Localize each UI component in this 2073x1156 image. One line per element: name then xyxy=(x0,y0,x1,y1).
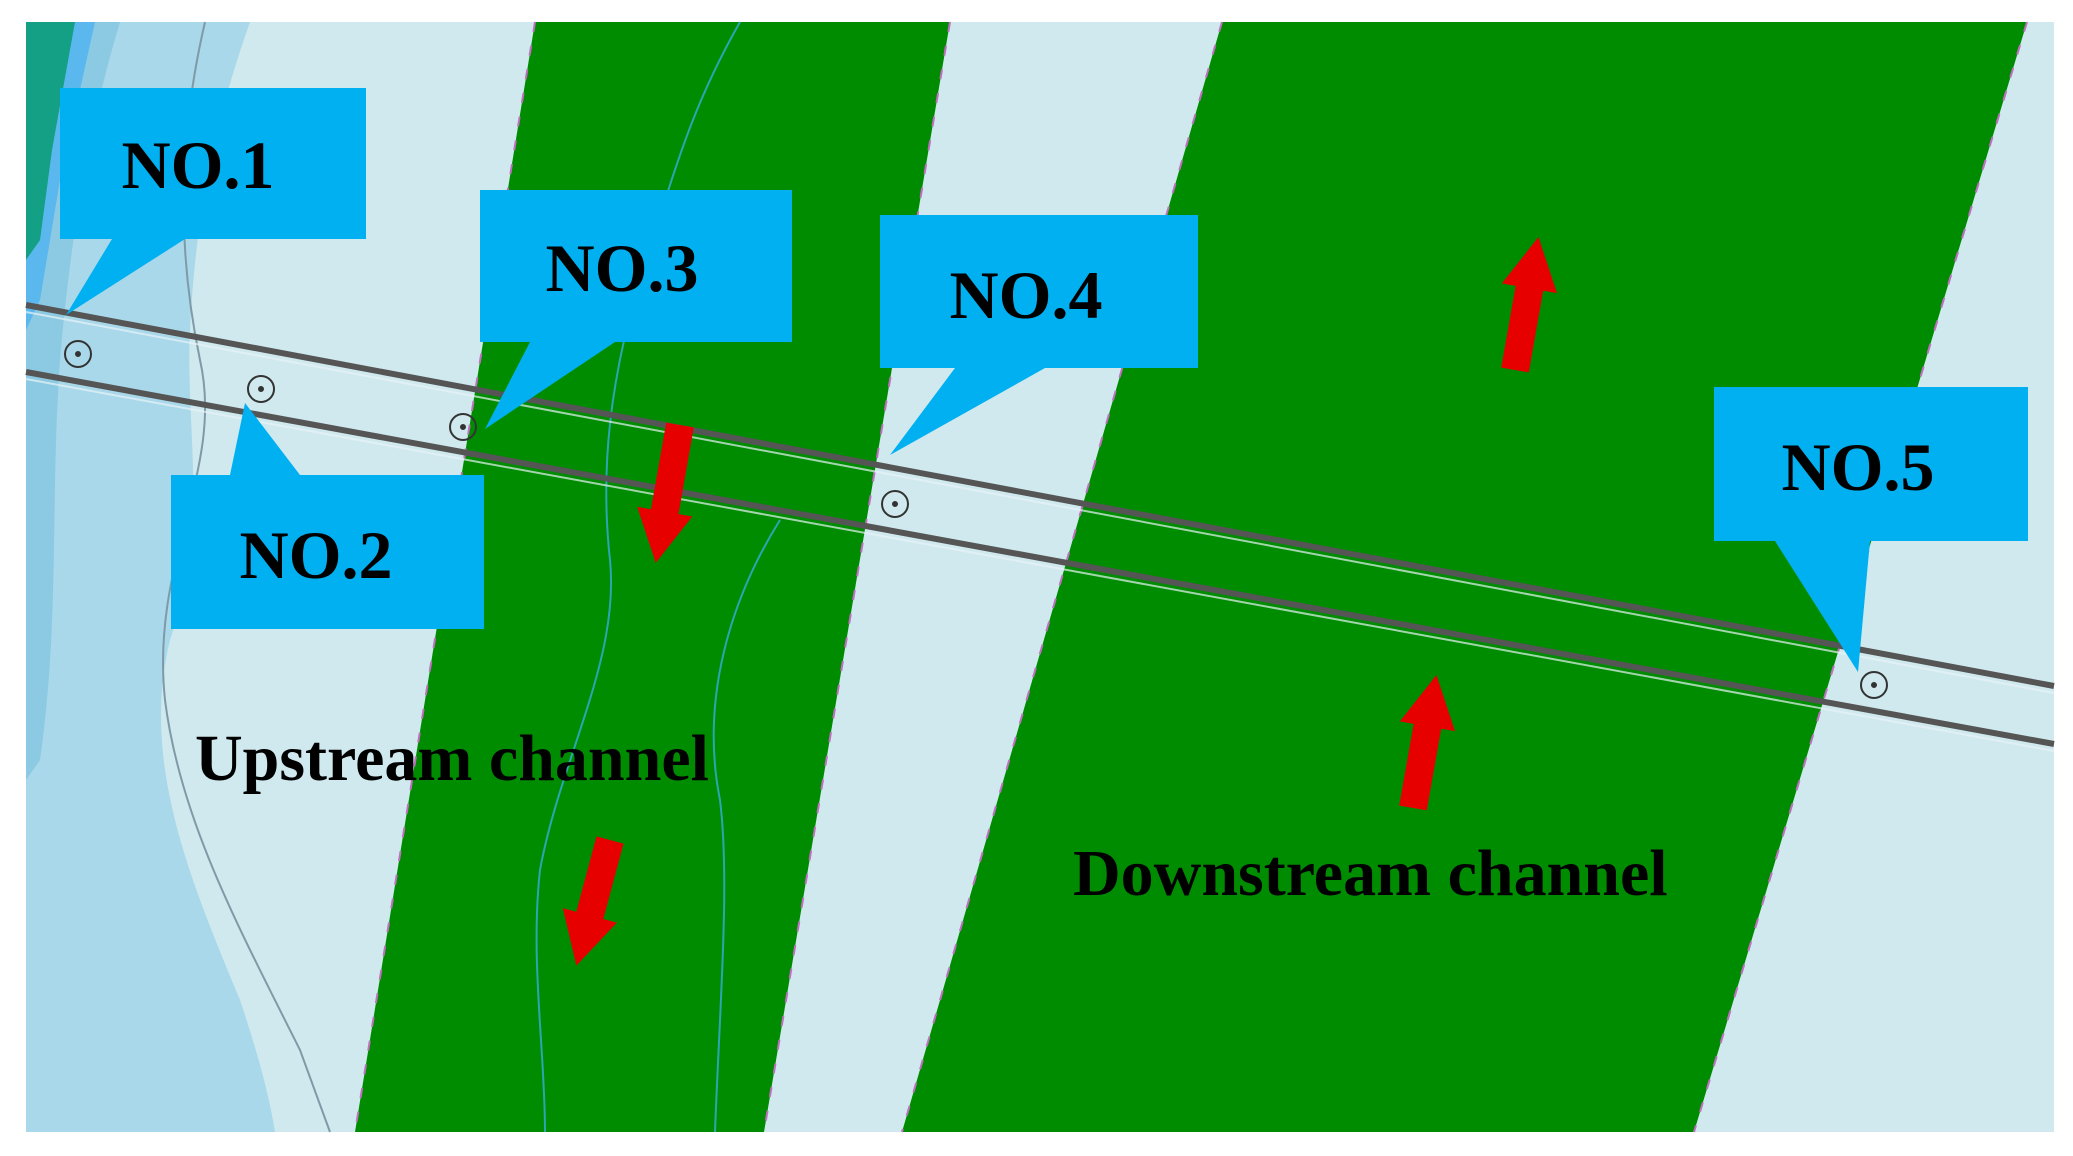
red-arrow-icon xyxy=(637,422,694,563)
callout-no2-label: NO.2 xyxy=(240,517,393,593)
monitoring-point-icon xyxy=(247,375,275,403)
red-arrow-icon xyxy=(562,836,624,966)
water-area-left-teal xyxy=(26,22,75,260)
callout-no5-label: NO.5 xyxy=(1782,429,1935,505)
callout-no5: NO.5 xyxy=(1714,387,2028,672)
callout-no1-label: NO.1 xyxy=(122,127,275,203)
pipeline-highlight xyxy=(25,311,2055,752)
callout-no4-label: NO.4 xyxy=(950,257,1103,333)
monitoring-point-icon xyxy=(881,490,909,518)
monitoring-point-icon xyxy=(1860,671,1888,699)
callout-no3-label: NO.3 xyxy=(546,230,699,306)
red-arrow-icon xyxy=(1399,675,1455,811)
red-arrow-icon xyxy=(1501,237,1557,373)
monitoring-point-icon xyxy=(64,340,92,368)
callout-no3: NO.3 xyxy=(480,190,792,429)
monitoring-points xyxy=(64,340,1888,699)
callout-no4: NO.4 xyxy=(880,215,1198,455)
flow-arrows xyxy=(562,237,1557,966)
callout-no2: NO.2 xyxy=(171,403,484,629)
pipeline xyxy=(25,302,2055,747)
upstream-channel-label: Upstream channel xyxy=(195,722,709,795)
monitoring-point-icon xyxy=(449,413,477,441)
callout-no1: NO.1 xyxy=(60,88,366,315)
downstream-channel-label: Downstream channel xyxy=(1073,837,1668,910)
